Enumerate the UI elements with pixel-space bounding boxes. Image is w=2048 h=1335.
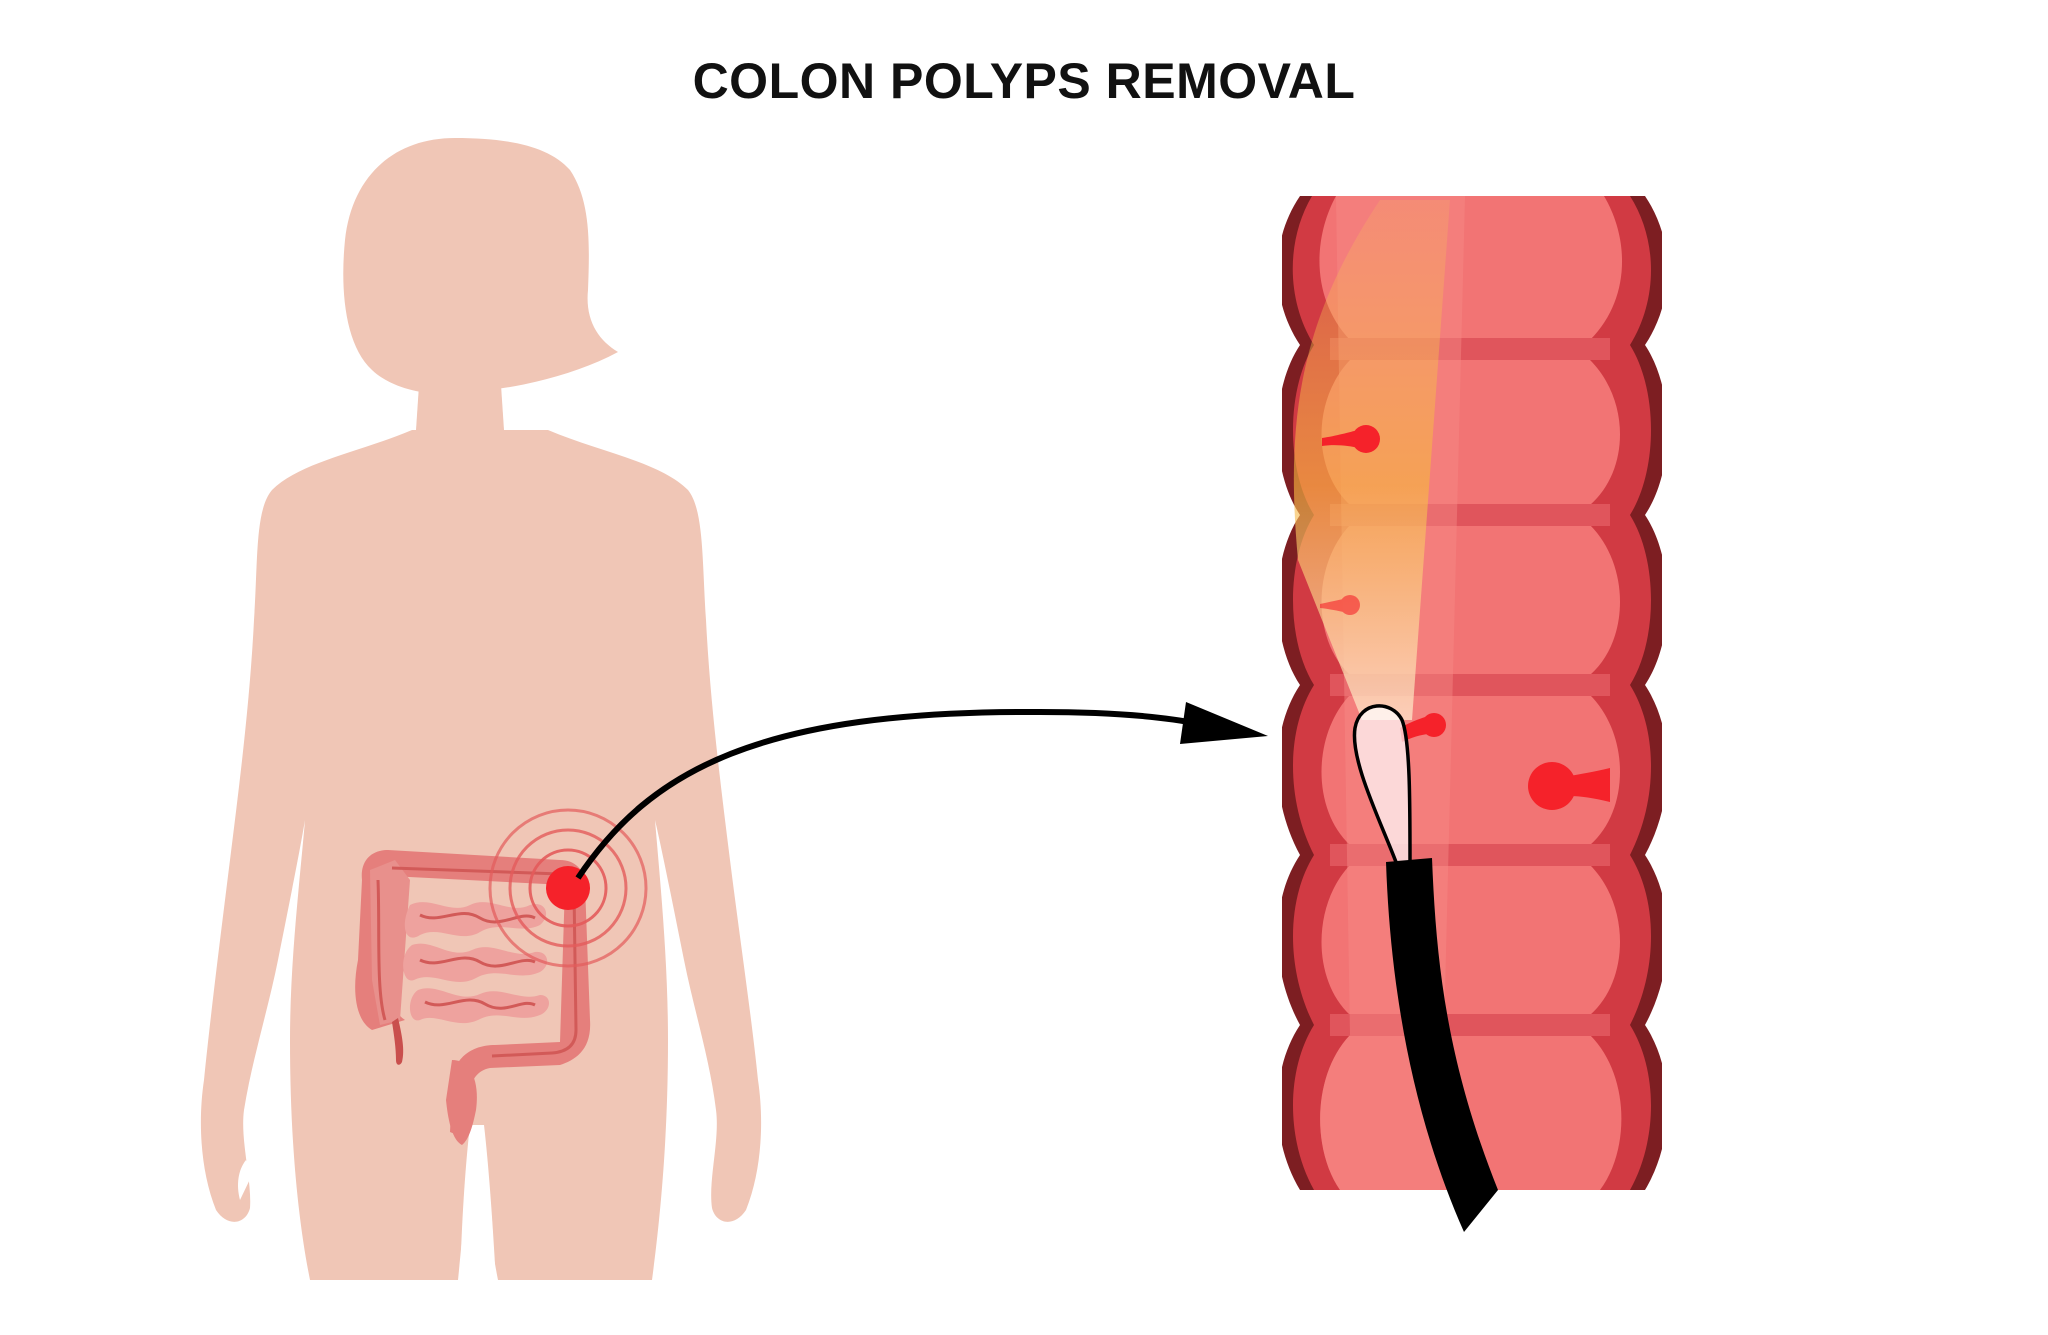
polyp-icon (1320, 425, 1610, 810)
curved-arrow-icon (575, 702, 1268, 880)
snare-loop-icon (1352, 704, 1412, 863)
polyp-snared (1400, 713, 1446, 742)
leg-gap (460, 1125, 496, 1282)
polyp-upper-left (1322, 425, 1380, 453)
female-silhouette-icon (200, 138, 762, 1280)
polyp-mid-left (1320, 595, 1360, 615)
intestines-icon (355, 850, 591, 1145)
polyp-right (1528, 762, 1610, 810)
light-beam (1293, 200, 1450, 720)
endoscope-icon (1386, 858, 1498, 1232)
page-title: COLON POLYPS REMOVAL (692, 53, 1356, 109)
